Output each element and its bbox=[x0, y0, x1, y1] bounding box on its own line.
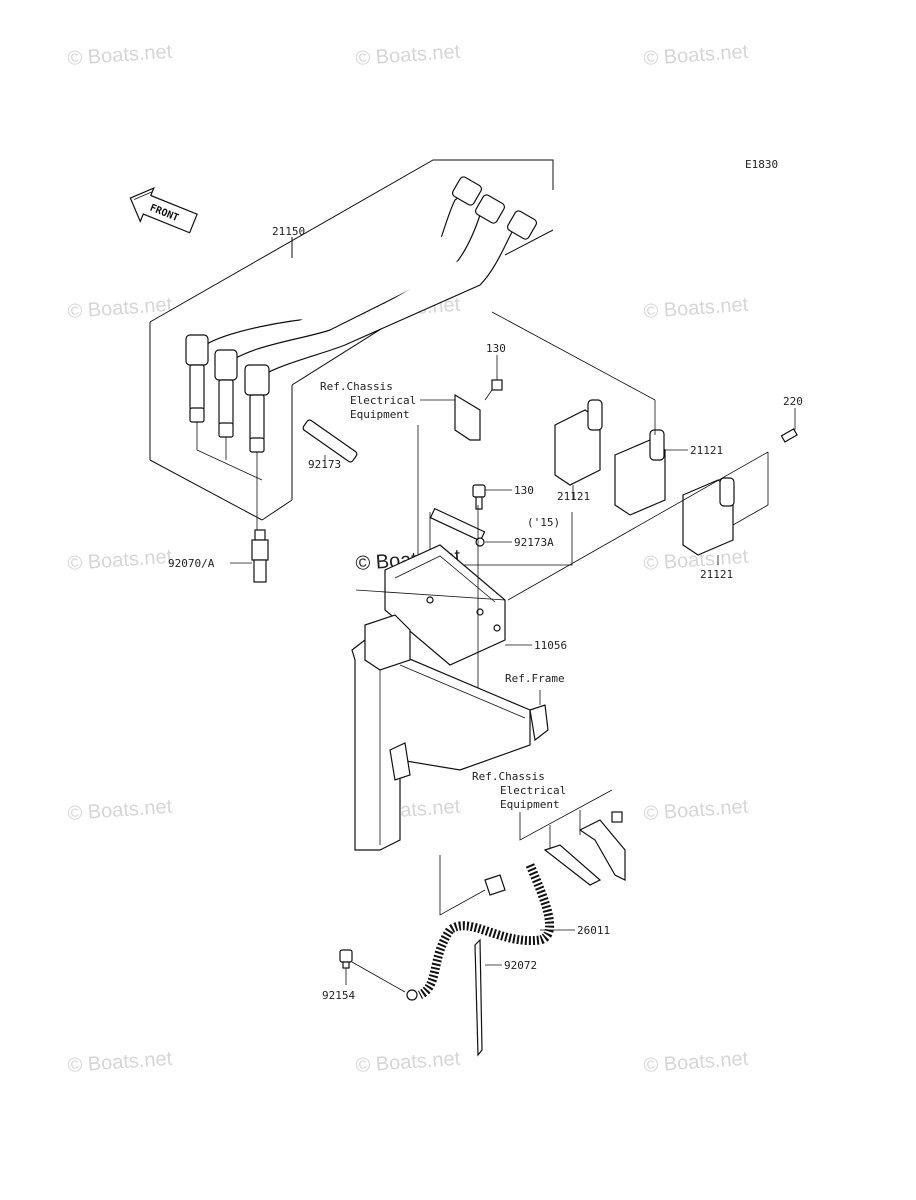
spark-plug-leads bbox=[185, 176, 538, 530]
ref-chassis-bottom: Ref.Chassis Electrical Equipment bbox=[472, 770, 626, 886]
watermark: © Boats.net bbox=[643, 1048, 750, 1077]
watermark: © Boats.net bbox=[67, 796, 174, 825]
callout-21121b: 21121 bbox=[690, 444, 723, 457]
ground-cable-26011: 26011 bbox=[406, 855, 610, 1001]
ref-chassis-b-line1: Ref.Chassis bbox=[472, 770, 545, 783]
callout-26011: 26011 bbox=[577, 924, 610, 937]
ref-chassis-line1: Ref.Chassis bbox=[320, 380, 393, 393]
watermark: © Boats.net bbox=[355, 1048, 462, 1077]
ref-chassis-line3: Equipment bbox=[350, 408, 410, 421]
spark-plug: 92070/A bbox=[168, 529, 269, 583]
callout-21150: 21150 bbox=[272, 225, 305, 238]
ignition-coil-1: 21121 bbox=[554, 399, 603, 503]
ref-chassis-b-line2: Electrical bbox=[500, 784, 566, 797]
bolt-220: 220 bbox=[780, 395, 803, 443]
frame: Ref.Frame bbox=[351, 614, 565, 851]
diagram-code: E1830 bbox=[745, 158, 778, 171]
callout-92154: 92154 bbox=[322, 989, 355, 1002]
callout-21121c: 21121 bbox=[700, 568, 733, 581]
watermark: © Boats.net bbox=[643, 796, 750, 825]
callout-130b: 130 bbox=[514, 484, 534, 497]
bolt-92154: 92154 bbox=[322, 949, 406, 1002]
watermark: © Boats.net bbox=[355, 41, 462, 70]
ref-chassis-b-line3: Equipment bbox=[500, 798, 560, 811]
front-arrow-icon: FRONT bbox=[129, 186, 198, 234]
ignition-coil-2: 21121 bbox=[614, 429, 723, 516]
watermark: © Boats.net bbox=[643, 41, 750, 70]
ref-frame: Ref.Frame bbox=[505, 672, 565, 685]
bracket-11056: 11056 bbox=[355, 505, 567, 710]
watermark: © Boats.net bbox=[67, 1048, 174, 1077]
callout-92072: 92072 bbox=[504, 959, 537, 972]
watermark: © Boats.net bbox=[643, 294, 750, 323]
callout-92173A: 92173A bbox=[514, 536, 554, 549]
part-92173A-box: ('15) 92173A bbox=[429, 507, 573, 566]
watermark: © Boats.net bbox=[67, 294, 174, 323]
callout-115: ('15) bbox=[527, 516, 560, 529]
callout-220: 220 bbox=[783, 395, 803, 408]
callout-92070: 92070/A bbox=[168, 557, 215, 570]
bolt-130-upper: 130 bbox=[484, 342, 506, 401]
part-92072: 92072 bbox=[474, 938, 537, 1057]
part-92173: 92173 bbox=[302, 419, 358, 471]
bolt-130-lower: 130 bbox=[472, 484, 534, 510]
callout-21121a: 21121 bbox=[557, 490, 590, 503]
callout-92173: 92173 bbox=[308, 458, 341, 471]
callout-11056: 11056 bbox=[534, 639, 567, 652]
watermark: © Boats.net bbox=[67, 41, 174, 70]
ignition-coil-3: 21121 bbox=[682, 477, 735, 581]
callout-130a: 130 bbox=[486, 342, 506, 355]
watermark: © Boats.net bbox=[67, 546, 174, 575]
ref-chassis-top: Ref.Chassis Electrical Equipment bbox=[320, 380, 481, 570]
ref-chassis-line2: Electrical bbox=[350, 394, 416, 407]
